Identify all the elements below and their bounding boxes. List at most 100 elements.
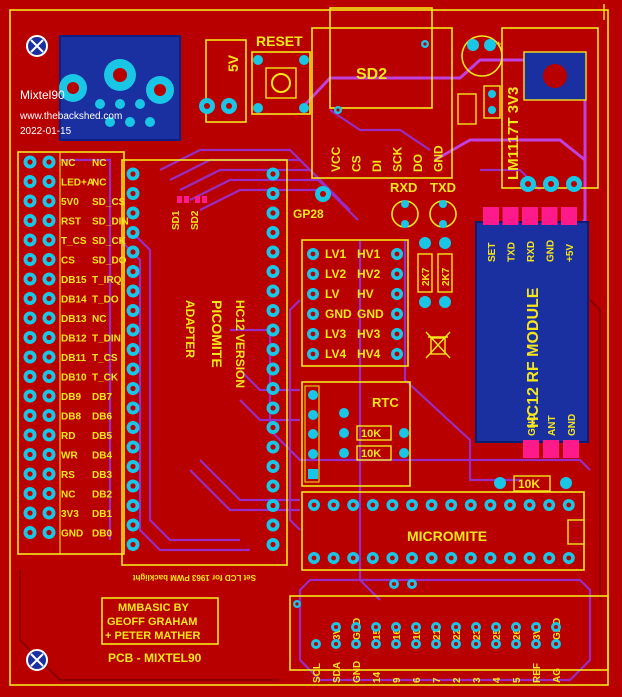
header-bottom-label: REF	[532, 663, 543, 683]
header-bottom-label: SCL	[312, 663, 323, 683]
header-top-label: 16	[392, 628, 403, 640]
resistor-2k7-a: 2K7	[421, 267, 432, 286]
header-bottom-label: 4	[492, 677, 503, 683]
lv-label: LV4	[325, 347, 346, 361]
bottom-header: 3V3GND15161021222325263V3GNDSCLSDAGND149…	[289, 579, 609, 683]
hc12-pad	[502, 207, 519, 225]
board-url: www.thebackshed.com	[19, 111, 122, 122]
copper-traces	[19, 58, 601, 682]
regulator-label: LM1117T 3V3	[505, 87, 522, 180]
header-bottom-label: 5	[512, 677, 523, 683]
capacitor: +	[461, 35, 503, 77]
header-top-label: 23	[472, 628, 483, 640]
lcd-left-label: NC	[61, 158, 75, 169]
sd-pin-label: SCK	[391, 146, 405, 172]
rxd-label: RXD	[390, 180, 417, 195]
lv-label: LV1	[325, 247, 346, 261]
picomite-label: PICOMITE	[209, 300, 225, 368]
rxd-led: RXD	[390, 180, 419, 228]
lcd-left-label: RST	[61, 217, 81, 228]
lcd-right-label: DB1	[92, 509, 112, 520]
reset-label: RESET	[256, 33, 303, 49]
lcd-left-label: GND	[61, 529, 83, 540]
svg-text:+: +	[496, 39, 501, 49]
sd-pin-label: VCC	[329, 146, 343, 172]
sd-jumpers: SD1 SD2	[171, 196, 207, 230]
lcd-left-label: DB9	[61, 392, 81, 403]
lcd-right-label: DB0	[92, 529, 112, 540]
lcd-right-label: NC	[92, 314, 106, 325]
lcd-left-label: DB12	[61, 334, 87, 345]
hc12-bottom-label: GND	[567, 414, 578, 436]
lcd-right-label: T_CK	[92, 373, 119, 384]
lcd-right-label: SD_CK	[92, 236, 127, 247]
lcd-right-label: DB6	[92, 412, 112, 423]
lcd-right-label: SD_DO	[92, 256, 127, 267]
sd-pin-label: GND	[432, 145, 446, 172]
lcd-right-label: NC	[92, 158, 106, 169]
lcd-right-label: T_IRQ	[92, 275, 122, 286]
hc12-bottom-label: GND	[527, 414, 538, 436]
sd-pin-label: DI	[370, 160, 384, 172]
sd-pin-label: CS	[350, 155, 364, 172]
lcd-left-label: CS	[61, 256, 75, 267]
txd-label: TXD	[430, 180, 456, 195]
header-top-label: 15	[372, 628, 383, 640]
header-bottom-label: 9	[392, 677, 403, 683]
dc-jack	[59, 35, 181, 141]
five-volt-jumper: 5V	[199, 39, 247, 123]
lcd-right-label: NC	[92, 178, 106, 189]
lv-label: GND	[325, 307, 352, 321]
lv-label: LV	[325, 287, 339, 301]
lcd-left-label: 3V3	[61, 509, 79, 520]
header-top-label: 10	[412, 628, 423, 640]
resistor-2k7-b: 2K7	[441, 267, 452, 286]
hc12-pad	[543, 440, 559, 458]
lcd-right-label: T_DO	[92, 295, 119, 306]
voltage-regulator: LM1117T 3V3	[457, 27, 599, 192]
hc12-top-label: RXD	[526, 241, 537, 262]
hc12-label: HC12 RF MODULE	[525, 287, 542, 428]
sd-pin-label: DO	[411, 154, 425, 172]
credit-line-3: + PETER MATHER	[105, 630, 201, 642]
mounting-holes	[26, 35, 48, 671]
hc12-bottom-label: ANT	[547, 415, 558, 436]
lcd-left-label: DB8	[61, 412, 81, 423]
header-bottom-label: 6	[412, 677, 423, 683]
lcd-left-label: DB15	[61, 275, 87, 286]
header-bottom-label: 14	[372, 671, 383, 683]
resistor-10k-a: 10K	[361, 428, 381, 440]
hv-label: HV4	[357, 347, 381, 361]
rtc-label: RTC	[372, 395, 399, 410]
hc12-pad	[483, 207, 499, 225]
lcd-left-label: DB11	[61, 353, 86, 364]
lcd-right-label: SD_DIN	[92, 217, 129, 228]
sd1-label: SD1	[171, 210, 182, 230]
lv-label: LV3	[325, 327, 346, 341]
rtc-module: RTC 10K 10K	[301, 381, 411, 487]
lcd-left-label: 5V0	[61, 197, 79, 208]
hc12-pad	[522, 207, 538, 225]
header-bottom-label: 7	[432, 677, 443, 683]
hc12-pad	[561, 207, 577, 225]
five-volt-label: 5V	[225, 54, 241, 72]
hv-label: HV3	[357, 327, 381, 341]
lcd-left-label: WR	[61, 451, 78, 462]
header-top-label: 21	[432, 628, 443, 640]
lcd-right-label: T_CS	[92, 353, 118, 364]
hv-label: HV2	[357, 267, 381, 281]
header-top-label: 22	[452, 628, 463, 640]
lcd-right-label: DB5	[92, 431, 112, 442]
hv-label: GND	[357, 307, 384, 321]
reset-button[interactable]: RESET	[251, 33, 311, 115]
hc12-pad	[523, 440, 539, 458]
header-bottom-label: 2	[452, 677, 463, 683]
txd-led: TXD	[429, 180, 457, 228]
gp28-label: GP28	[293, 207, 324, 221]
lcd-right-label: T_DIN	[92, 334, 121, 345]
hc12-top-label: GND	[546, 240, 557, 262]
